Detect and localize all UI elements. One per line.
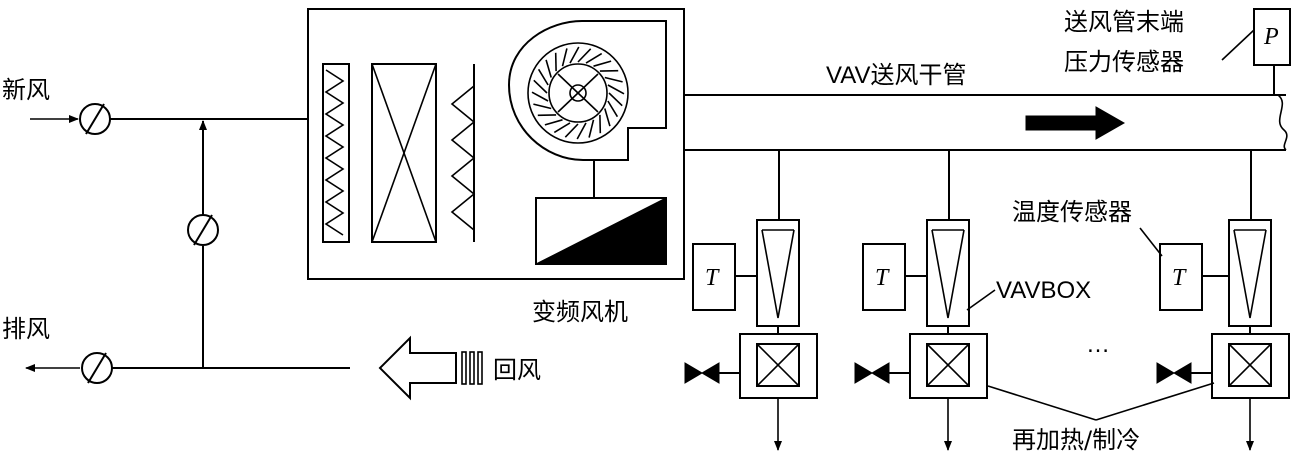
- reheat-coil-1: [739, 333, 818, 399]
- exhaust-air-branch: 排风: [2, 315, 350, 384]
- control-valve-1-icon: [684, 362, 703, 384]
- fan-blade: [604, 108, 611, 127]
- vav-terminal-1: T: [684, 150, 818, 451]
- fan-blade: [577, 48, 592, 63]
- reheat-cooling-leader-right: [1095, 382, 1215, 421]
- fresh-air-label: 新风: [2, 76, 50, 104]
- bag-filter-icon: [450, 64, 476, 242]
- fan-blade: [593, 60, 612, 67]
- coil-icon: [371, 63, 437, 243]
- temperature-symbol-1: T: [705, 265, 720, 291]
- fresh-air-branch: 新风: [2, 76, 308, 135]
- fan-blade: [564, 123, 579, 138]
- temperature-sensor-leader: [1139, 227, 1163, 257]
- fan-blade: [544, 119, 563, 126]
- fan-blade: [569, 46, 580, 64]
- more-units-ellipsis: …: [1086, 331, 1110, 358]
- pressure-sensor-symbol: P: [1263, 24, 1279, 50]
- exhaust-air-damper-icon: [81, 352, 113, 384]
- airflow-direction-arrow-icon: [1025, 106, 1126, 140]
- reheat-cooling-leader-left: [987, 385, 1097, 421]
- fan-blade: [537, 68, 549, 86]
- pressure-sensor-leader: [1221, 29, 1255, 61]
- control-valve-3-icon: [1156, 362, 1175, 384]
- duct-end-pressure-sensor: 送风管末端 压力传感器 P: [1064, 8, 1291, 95]
- return-air-bar-3: [477, 351, 483, 385]
- temperature-symbol-3: T: [1172, 265, 1187, 291]
- return-air-arrow-icon: [378, 335, 457, 401]
- fan-blade: [585, 52, 603, 64]
- reheat-coil-2: [909, 333, 988, 399]
- fan-blades: [531, 46, 625, 140]
- return-air-label: 回风: [493, 356, 541, 384]
- fan-blade: [531, 91, 549, 102]
- vfd-icon: [535, 197, 667, 265]
- prefilter-icon: [322, 63, 350, 243]
- pressure-sensor-label-line1: 送风管末端: [1064, 8, 1184, 36]
- fan-blade: [588, 119, 595, 138]
- vav-main-duct: VAV送风干管: [684, 62, 1288, 151]
- vav-terminal-3: T: [1156, 150, 1290, 451]
- fan-blade: [545, 59, 552, 78]
- vavbox-label: VAVBOX: [996, 277, 1091, 304]
- vfd-fan-label: 变频风机: [532, 298, 628, 326]
- fan-blade: [604, 76, 623, 83]
- vav-main-duct-label: VAV送风干管: [826, 62, 966, 89]
- return-air-bar-2: [469, 351, 475, 385]
- fresh-air-damper-icon: [79, 103, 111, 135]
- fan-blade: [533, 103, 552, 110]
- temperature-symbol-2: T: [875, 265, 890, 291]
- fan-blade: [561, 48, 568, 67]
- fan-blade: [553, 122, 571, 134]
- fan-blade: [576, 122, 587, 140]
- reheat-cooling-label: 再加热/制冷: [1012, 426, 1140, 454]
- temperature-sensor-label: 温度传感器: [1012, 198, 1132, 226]
- exhaust-air-label: 排风: [2, 315, 50, 343]
- duct-break-line: [1277, 94, 1288, 151]
- mixing-damper-icon: [187, 214, 219, 246]
- control-valve-2-icon: [854, 362, 873, 384]
- return-air-bar-1: [461, 351, 467, 385]
- vavbox-leader: [966, 289, 996, 311]
- reheat-coil-3: [1211, 333, 1290, 399]
- fan-blade: [608, 92, 623, 107]
- pressure-sensor-box: [1253, 8, 1291, 66]
- vav-terminal-2: T: [854, 150, 988, 451]
- fan-blade: [607, 84, 625, 95]
- ahu-casing: [307, 8, 685, 280]
- return-air-indicator: 回风: [378, 335, 541, 401]
- mixing-branch: [187, 120, 219, 368]
- air-handling-unit: [307, 8, 685, 280]
- pressure-sensor-label-line2: 压力传感器: [1064, 48, 1184, 76]
- centrifugal-fan-icon: [507, 20, 667, 161]
- fan-blade: [607, 100, 619, 118]
- fan-blade: [533, 79, 548, 94]
